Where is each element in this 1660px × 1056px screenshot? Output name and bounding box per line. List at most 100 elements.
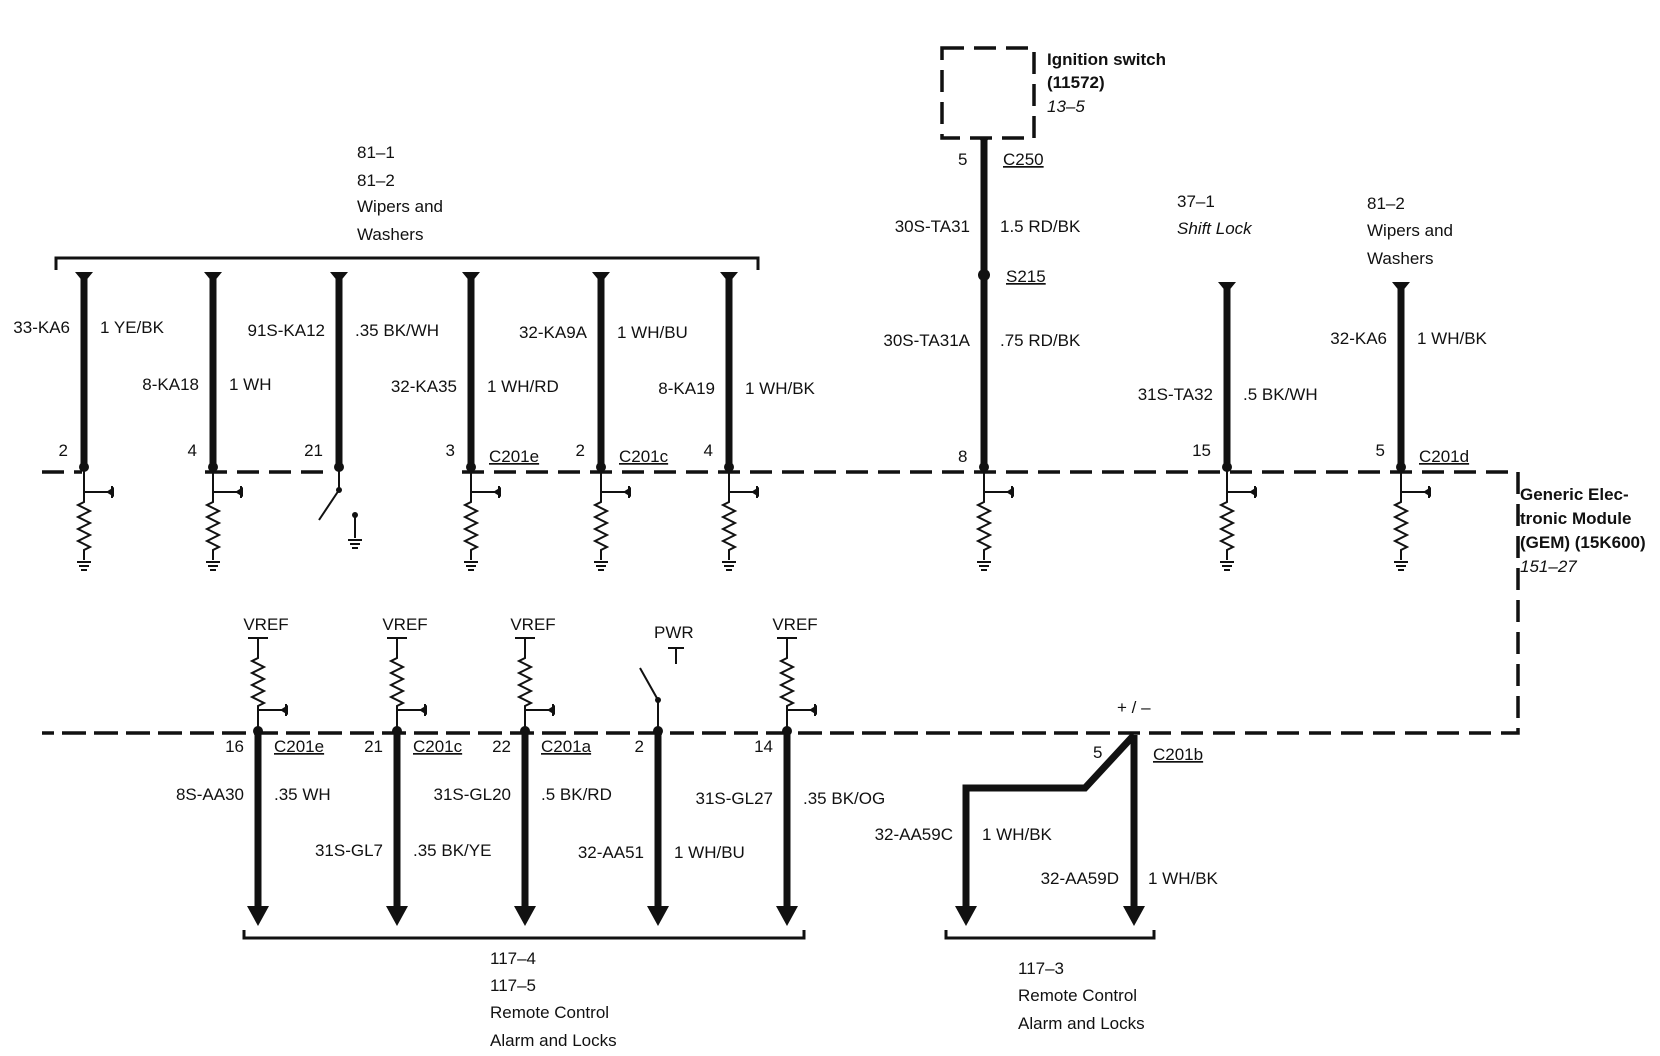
ground-icon — [463, 561, 479, 571]
wipers-left-line1: Wipers and — [357, 197, 443, 216]
remote-left-ref1: 117–4 — [490, 949, 536, 968]
wire-arrow — [647, 906, 669, 926]
gem-label-line1: Generic Elec- — [1520, 485, 1629, 504]
wire-connector-label: C201e — [274, 737, 324, 756]
pin-dot — [466, 462, 476, 472]
supply-label: VREF — [510, 615, 555, 634]
c201b-gauge-d: 1 WH/BK — [1148, 869, 1219, 888]
ground-icon — [1219, 561, 1235, 571]
remote-right-line1: Remote Control — [1018, 986, 1137, 1005]
wire-gauge-label: 1 WH — [229, 375, 272, 394]
gem-label-ref: 151–27 — [1520, 557, 1577, 576]
wire-gauge-label: .35 BK/WH — [355, 321, 439, 340]
wire-circuit-label: 31S-GL7 — [315, 841, 383, 860]
wire-gauge-label: 1 WH/RD — [487, 377, 559, 396]
ignition-switch-name: Ignition switch — [1047, 50, 1166, 69]
wire-connector-label: C201e — [489, 447, 539, 466]
wire-pin-label: 16 — [225, 737, 244, 756]
resistor-icon — [722, 491, 736, 561]
sense-tap-icon — [1400, 485, 1432, 499]
remote-left-bracket — [242, 930, 806, 940]
pin-dot — [596, 462, 606, 472]
sense-tap-icon — [728, 485, 760, 499]
pin-dot — [1396, 462, 1406, 472]
bottom-wire-1: VREF 16 C201e 8S-AA30 .35 WH — [176, 615, 331, 926]
vref-symbol-icon — [777, 637, 797, 648]
wire-pin-label: 2 — [59, 441, 68, 460]
pin-dot — [208, 462, 218, 472]
supply-label: VREF — [382, 615, 427, 634]
wire-gauge-label: .5 BK/WH — [1243, 385, 1318, 404]
wire-gauge-label: 1 YE/BK — [100, 318, 165, 337]
supply-label: VREF — [243, 615, 288, 634]
remote-right-ref: 117–3 — [1018, 959, 1064, 978]
wire-connector-label: C201a — [541, 737, 592, 756]
c201b-gauge-c: 1 WH/BK — [982, 825, 1053, 844]
sense-tap-icon — [1226, 485, 1258, 499]
wipers-left-line2: Washers — [357, 225, 423, 244]
resistor-icon — [206, 491, 220, 561]
sense-tap-icon — [600, 485, 632, 499]
sense-tap-icon — [396, 703, 428, 717]
wire-gauge-label: .35 BK/YE — [413, 841, 491, 860]
wire-circuit-label: 32-KA9A — [519, 323, 588, 342]
sense-tap-icon — [212, 485, 244, 499]
ground-icon — [76, 561, 92, 571]
wire-gauge-label: .5 BK/RD — [541, 785, 612, 804]
wire-circuit-label: 8-KA19 — [658, 379, 715, 398]
wipers-left-ref2: 81–2 — [357, 171, 395, 190]
wire-circuit-label: 32-KA35 — [391, 377, 457, 396]
c201b-wires — [955, 732, 1145, 926]
ign-upper-circuit: 30S-TA31 — [895, 217, 970, 236]
wire-pin-label: 5 — [1376, 441, 1385, 460]
wire-circuit-label: 32-KA6 — [1330, 329, 1387, 348]
resistor-icon — [77, 491, 91, 561]
vref-symbol-icon — [248, 637, 268, 648]
ign-upper-gauge: 1.5 RD/BK — [1000, 217, 1081, 236]
c201b-circuit-c: 32-AA59C — [875, 825, 953, 844]
wipers-right-line2: Washers — [1367, 249, 1433, 268]
wire-pin-label: 15 — [1192, 441, 1211, 460]
c201b-pin: 5 — [1093, 743, 1102, 762]
gem-label-line2: tronic Module — [1520, 509, 1631, 528]
wire-circuit-label: 8S-AA30 — [176, 785, 244, 804]
ignition-switch-box — [940, 46, 1036, 140]
wire-pin-label: 14 — [754, 737, 773, 756]
supply-label: PWR — [654, 623, 694, 642]
wipers-left-bracket — [54, 256, 760, 270]
ign-lower-circuit: 30S-TA31A — [883, 331, 970, 350]
wipers-right-line1: Wipers and — [1367, 221, 1453, 240]
resistor-icon — [518, 647, 532, 717]
wire-gauge-label: .35 WH — [274, 785, 331, 804]
wire-connector-label: C201c — [413, 737, 463, 756]
remote-left-ref2: 117–5 — [490, 976, 536, 995]
wire-gauge-label: 1 WH/BU — [617, 323, 688, 342]
wire-circuit-label: 32-AA51 — [578, 843, 644, 862]
wire-connector-label: C201c — [619, 447, 669, 466]
wire-circuit-label: 8-KA18 — [142, 375, 199, 394]
wire-pin-label: 21 — [364, 737, 383, 756]
shift-lock-name: Shift Lock — [1177, 219, 1253, 238]
wire-gauge-label: 1 WH/BK — [1417, 329, 1488, 348]
c201b-circuit-d: 32-AA59D — [1041, 869, 1119, 888]
remote-right-line2: Alarm and Locks — [1018, 1014, 1145, 1033]
wire-pin-label: 22 — [492, 737, 511, 756]
c201b-polarity: + / – — [1117, 698, 1151, 717]
ignition-feed-wire — [976, 138, 1015, 571]
remote-right-bracket — [944, 930, 1156, 940]
supply-label: VREF — [772, 615, 817, 634]
ground-icon — [593, 561, 609, 571]
bottom-wire-2: VREF 21 C201c 31S-GL7 .35 BK/YE — [315, 615, 491, 926]
shift-lock-ref: 37–1 — [1177, 192, 1215, 211]
wire-pin-label: 2 — [635, 737, 644, 756]
